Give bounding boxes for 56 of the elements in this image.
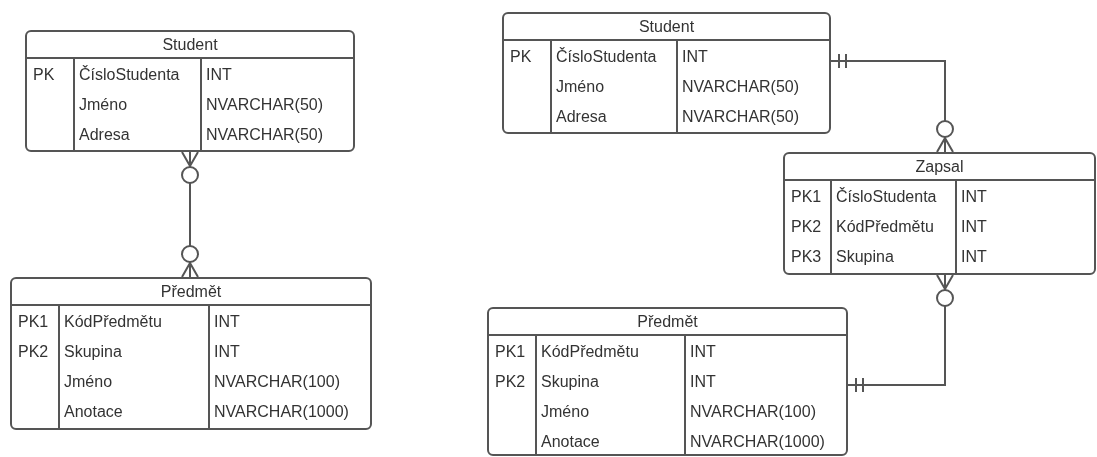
column-type: INT xyxy=(214,343,240,361)
column-name: ČísloStudenta xyxy=(836,188,937,206)
column-name: KódPředmětu xyxy=(541,343,639,361)
column-type: INT xyxy=(690,373,716,391)
table-title: Student xyxy=(27,32,353,59)
entity-table xyxy=(25,30,355,152)
column-type: INT xyxy=(206,66,232,84)
column-type: INT xyxy=(961,188,987,206)
column-name: Skupina xyxy=(64,343,122,361)
column-type: NVARCHAR(50) xyxy=(206,96,324,114)
column-type: NVARCHAR(50) xyxy=(682,78,800,96)
column-type: NVARCHAR(50) xyxy=(682,108,800,126)
column-name: KódPředmětu xyxy=(64,313,162,331)
primary-key-label: PK2 xyxy=(18,343,49,361)
relationship-line xyxy=(181,151,199,278)
column-type: INT xyxy=(961,248,987,266)
column-type: NVARCHAR(50) xyxy=(206,126,324,144)
primary-key-label: PK1 xyxy=(791,188,822,206)
column-name: Anotace xyxy=(541,433,600,451)
column-name: ČísloStudenta xyxy=(79,66,180,84)
column-type: INT xyxy=(961,218,987,236)
primary-key-label: PK2 xyxy=(495,373,526,391)
primary-key-label: PK1 xyxy=(18,313,49,331)
column-type: NVARCHAR(100) xyxy=(690,403,816,421)
table-title: Student xyxy=(504,14,829,41)
column-name: Adresa xyxy=(79,126,130,144)
column-name: Anotace xyxy=(64,403,123,421)
column-type: NVARCHAR(1000) xyxy=(690,433,825,451)
column-name: KódPředmětu xyxy=(836,218,934,236)
column-name: Adresa xyxy=(556,108,607,126)
column-name: Jméno xyxy=(79,96,128,114)
entity-table xyxy=(10,277,372,430)
primary-key-label: PK1 xyxy=(495,343,526,361)
relationship-line xyxy=(830,54,954,153)
column-name: ČísloStudenta xyxy=(556,48,657,66)
relationship-line xyxy=(847,274,954,392)
column-name: Jméno xyxy=(556,78,605,96)
column-name: Jméno xyxy=(64,373,113,391)
table-title: Předmět xyxy=(12,279,370,306)
column-name: Skupina xyxy=(836,248,894,266)
column-name: Skupina xyxy=(541,373,599,391)
primary-key-label: PK xyxy=(510,48,532,66)
table-title: Zapsal xyxy=(785,154,1094,181)
table-title: Předmět xyxy=(489,309,846,336)
primary-key-label: PK2 xyxy=(791,218,822,236)
primary-key-label: PK xyxy=(33,66,55,84)
column-type: NVARCHAR(100) xyxy=(214,373,340,391)
column-type: INT xyxy=(690,343,716,361)
column-type: INT xyxy=(214,313,240,331)
column-type: INT xyxy=(682,48,708,66)
entity-table xyxy=(487,307,848,456)
entity-table xyxy=(502,12,831,134)
column-type: NVARCHAR(1000) xyxy=(214,403,349,421)
column-name: Jméno xyxy=(541,403,590,421)
entity-table xyxy=(783,152,1096,275)
primary-key-label: PK3 xyxy=(791,248,822,266)
